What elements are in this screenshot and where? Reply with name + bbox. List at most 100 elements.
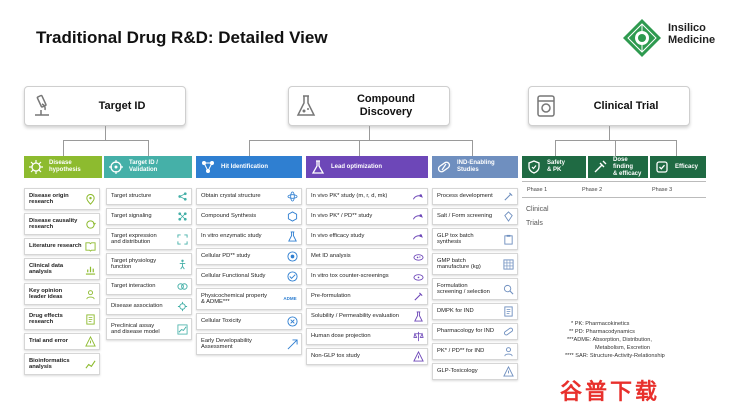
- balance-icon: [412, 331, 424, 343]
- list-item: Cellular Functional Study: [196, 268, 302, 285]
- list-item: DMPK for IND: [432, 303, 518, 320]
- petri-dish-icon: [412, 271, 424, 283]
- header-label: Hit Identification: [221, 163, 268, 170]
- list-item: PK* / PD** for IND: [432, 343, 518, 360]
- list-item: Key opinion leader ideas: [24, 283, 100, 305]
- connector-line: [369, 126, 370, 140]
- item-label: Clinical data analysis: [29, 262, 64, 276]
- list-item: Early Developability Assessment: [196, 333, 302, 355]
- connector-line: [359, 140, 360, 156]
- list-item: Trial and error: [24, 333, 100, 350]
- item-label: Cellular PD** study: [201, 253, 251, 260]
- item-label: Preclinical assay and disease model: [111, 322, 160, 336]
- trend-arrow-icon: [286, 338, 298, 350]
- phase-1-label: Phase 1: [527, 187, 548, 193]
- item-label: Early Developability Assessment: [201, 337, 252, 351]
- item-label: Non-GLP tox study: [311, 353, 360, 360]
- item-label: Cellular Functional Study: [201, 273, 266, 280]
- person-icon: [502, 346, 514, 358]
- item-label: Process development: [437, 193, 493, 200]
- expand-icon: [176, 233, 188, 245]
- mouse-icon: [412, 191, 424, 203]
- item-label: Disease origin research: [29, 192, 69, 206]
- item-label: Target physiology function: [111, 257, 157, 271]
- category-label: Compound Discovery: [356, 93, 416, 118]
- crosshair-icon: [107, 158, 125, 176]
- list-item: Compound Synthesis: [196, 208, 302, 225]
- virus-icon: [27, 158, 45, 176]
- list-item: GLP-Toxicology: [432, 363, 518, 380]
- list-item: In vitro tox counter-screenings: [306, 268, 428, 285]
- item-label: Target structure: [111, 193, 152, 200]
- mouse-icon: [412, 211, 424, 223]
- list-item: Process development: [432, 188, 518, 205]
- legend-line: **** SAR: Structure-Activity-Relationshi…: [565, 353, 665, 359]
- book-icon: [84, 241, 96, 253]
- item-label: GLP tox batch synthesis: [437, 232, 474, 246]
- warning-icon: [412, 351, 424, 363]
- connector-line: [63, 140, 64, 156]
- item-label: Pharmacology for IND: [437, 328, 495, 335]
- item-label: Obtain crystal structure: [201, 193, 261, 200]
- item-label: Pre-formulation: [311, 293, 351, 300]
- phase-3-label: Phase 3: [652, 187, 673, 193]
- grid-icon: [502, 258, 514, 270]
- flask-icon: [286, 231, 298, 243]
- header-label: Disease hypothesis: [49, 160, 81, 173]
- list-item: Drug effects research: [24, 308, 100, 330]
- warning-icon: [502, 366, 514, 378]
- watermark: 谷普下载: [560, 380, 661, 405]
- item-label: Disease causality research: [29, 217, 78, 231]
- item-label: Target signaling: [111, 213, 152, 220]
- list-item: In vivo efficacy study: [306, 228, 428, 245]
- header-dose-finding: Dose finding & efficacy: [588, 156, 648, 178]
- header-efficacy: Efficacy: [650, 156, 706, 178]
- divider: [522, 181, 706, 182]
- header-label: Dose finding & efficacy: [613, 156, 642, 177]
- pill-icon: [435, 158, 453, 176]
- category-clinical-trial: Clinical Trial: [528, 86, 690, 126]
- list-item: Met ID analysis: [306, 248, 428, 265]
- item-label: Cellular Toxicity: [201, 318, 242, 325]
- list-item: Target signaling: [106, 208, 192, 225]
- list-item: Salt / Form screening: [432, 208, 518, 225]
- column-ind-enabling: Process development Salt / Form screenin…: [432, 188, 518, 383]
- crystal-icon: [502, 211, 514, 223]
- chart-icon: [84, 263, 96, 275]
- item-label: In vitro enzymatic study: [201, 233, 262, 240]
- item-label: Drug effects research: [29, 312, 63, 326]
- list-item: In vitro enzymatic study: [196, 228, 302, 245]
- list-item: Target structure: [106, 188, 192, 205]
- category-label: Target ID: [98, 99, 146, 112]
- cell-icon: [286, 251, 298, 263]
- pill-bottle-icon: [529, 89, 563, 123]
- list-item: Cellular Toxicity: [196, 313, 302, 330]
- atom-icon: [286, 191, 298, 203]
- item-label: Solubility / Permeability evaluation: [311, 313, 399, 320]
- search-icon: [502, 283, 514, 295]
- header-target-validation: Target ID / Validation: [104, 156, 192, 178]
- header-lead-optimization: Lead optimization: [306, 156, 428, 178]
- item-label: Formulation screening / selection: [437, 282, 490, 296]
- clipboard-icon: [502, 233, 514, 245]
- column-hit-identification: Obtain crystal structure Compound Synthe…: [196, 188, 302, 358]
- header-label: IND-Enabling Studies: [457, 160, 495, 173]
- legend-line: ***ADME: Absorption, Distribution,: [567, 337, 652, 343]
- list-item: Pharmacology for IND: [432, 323, 518, 340]
- list-item: Formulation screening / selection: [432, 278, 518, 300]
- insilico-logo-icon: [623, 19, 661, 57]
- microscope-icon: [25, 89, 59, 123]
- cell-icon: [286, 316, 298, 328]
- connector-line: [148, 140, 149, 156]
- header-ind-enabling: IND-Enabling Studies: [432, 156, 518, 178]
- page-title: Traditional Drug R&D: Detailed View: [36, 28, 328, 47]
- mouse-icon: [412, 231, 424, 243]
- document-icon: [502, 306, 514, 318]
- list-item: Human dose projection: [306, 328, 428, 345]
- logo-text: Insilico Medicine: [668, 22, 715, 46]
- item-label: Salt / Form screening: [437, 213, 493, 220]
- header-label: Efficacy: [675, 163, 699, 170]
- column-target-validation: Target structure Target signaling Target…: [106, 188, 192, 343]
- check-badge-icon: [653, 158, 671, 176]
- connector-line: [615, 140, 616, 156]
